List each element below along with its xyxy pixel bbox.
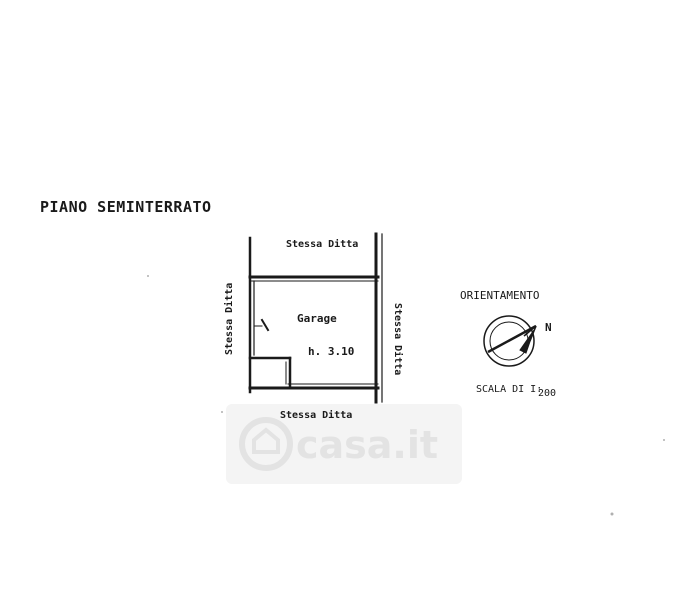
orientation-title: ORIENTAMENTO: [460, 289, 539, 302]
floor-label: PIANO SEMINTERRATO: [40, 198, 212, 216]
neighbor-right-label: Stessa Ditta: [392, 303, 404, 375]
scale-prefix: SCALA DI I:: [476, 384, 542, 395]
scale-value: 200: [538, 388, 556, 399]
neighbor-left-label: Stessa Ditta: [223, 283, 235, 355]
watermark-brand: casa.it: [296, 423, 438, 467]
compass-icon: [483, 315, 537, 367]
neighbor-bottom-label: Stessa Ditta: [280, 409, 352, 421]
room-name: Garage: [297, 312, 337, 325]
plan-walls: [248, 232, 383, 404]
house-icon: [239, 417, 293, 471]
watermark: casa.it: [226, 404, 462, 484]
neighbor-top-label: Stessa Ditta: [286, 238, 358, 250]
watermark-backdrop: [226, 404, 462, 484]
room-height: h. 3.10: [308, 345, 354, 358]
scan-specks: [147, 275, 665, 516]
north-letter: N: [545, 321, 552, 334]
